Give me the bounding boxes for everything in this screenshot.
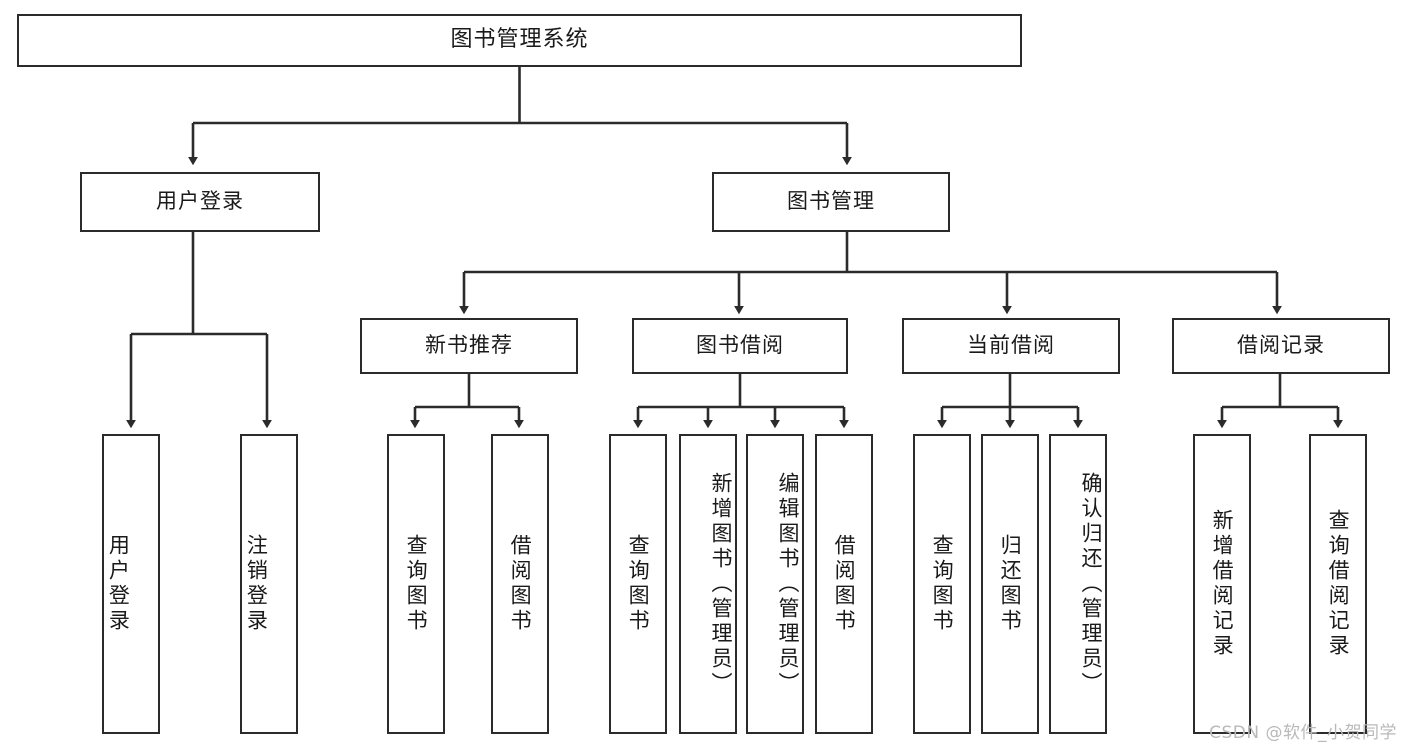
node-root-book-management-system[interactable]: 图书管理系统 (17, 14, 1022, 67)
node-label: 借阅图书 (832, 534, 857, 634)
node-label: 图书借阅 (696, 333, 784, 358)
leaf-current-borrow-confirm-return-admin[interactable]: 确认归还（管理员） (1049, 434, 1107, 734)
leaf-user-login-logout[interactable]: 注销登录 (240, 434, 298, 734)
node-label: 当前借阅 (967, 333, 1055, 358)
node-current-borrow[interactable]: 当前借阅 (902, 318, 1120, 374)
node-label: 图书管理系统 (450, 27, 589, 53)
node-label: 图书管理 (787, 189, 875, 214)
node-user-login[interactable]: 用户登录 (80, 172, 320, 232)
node-label: 查询借阅记录 (1326, 509, 1351, 659)
node-label: 借阅图书 (508, 534, 533, 634)
node-label: 用户登录 (106, 534, 131, 634)
leaf-book-borrow-borrow-book[interactable]: 借阅图书 (815, 434, 873, 734)
node-label: 查询图书 (404, 534, 429, 634)
leaf-book-borrow-edit-book-admin[interactable]: 编辑图书（管理员） (746, 434, 804, 734)
node-label: 编辑图书（管理员） (776, 471, 800, 697)
node-label: 归还图书 (998, 534, 1023, 634)
node-new-book-recommend[interactable]: 新书推荐 (360, 318, 578, 374)
leaf-book-borrow-query-book[interactable]: 查询图书 (609, 434, 667, 734)
node-borrow-record[interactable]: 借阅记录 (1172, 318, 1390, 374)
node-book-borrow[interactable]: 图书借阅 (632, 318, 848, 374)
leaf-new-book-borrow-book[interactable]: 借阅图书 (491, 434, 549, 734)
leaf-current-borrow-return-book[interactable]: 归还图书 (981, 434, 1039, 734)
leaf-user-login-login[interactable]: 用户登录 (102, 434, 160, 734)
leaf-borrow-record-add-record[interactable]: 新增借阅记录 (1193, 434, 1251, 734)
node-label: 确认归还（管理员） (1079, 471, 1103, 697)
node-label: 新增图书（管理员） (709, 471, 733, 697)
node-label: 查询图书 (930, 534, 955, 634)
node-label: 新增借阅记录 (1210, 509, 1235, 659)
leaf-new-book-query-book[interactable]: 查询图书 (387, 434, 445, 734)
leaf-book-borrow-add-book-admin[interactable]: 新增图书（管理员） (679, 434, 737, 734)
leaf-current-borrow-query-book[interactable]: 查询图书 (913, 434, 971, 734)
node-label: 用户登录 (156, 189, 244, 214)
leaf-borrow-record-query-record[interactable]: 查询借阅记录 (1309, 434, 1367, 734)
csdn-watermark: CSDN @软件_小贺同学 (1209, 723, 1397, 743)
node-label: 查询图书 (626, 534, 651, 634)
node-book-management[interactable]: 图书管理 (712, 172, 950, 232)
node-label: 注销登录 (244, 534, 269, 634)
node-label: 借阅记录 (1237, 333, 1325, 358)
node-label: 新书推荐 (425, 333, 513, 358)
